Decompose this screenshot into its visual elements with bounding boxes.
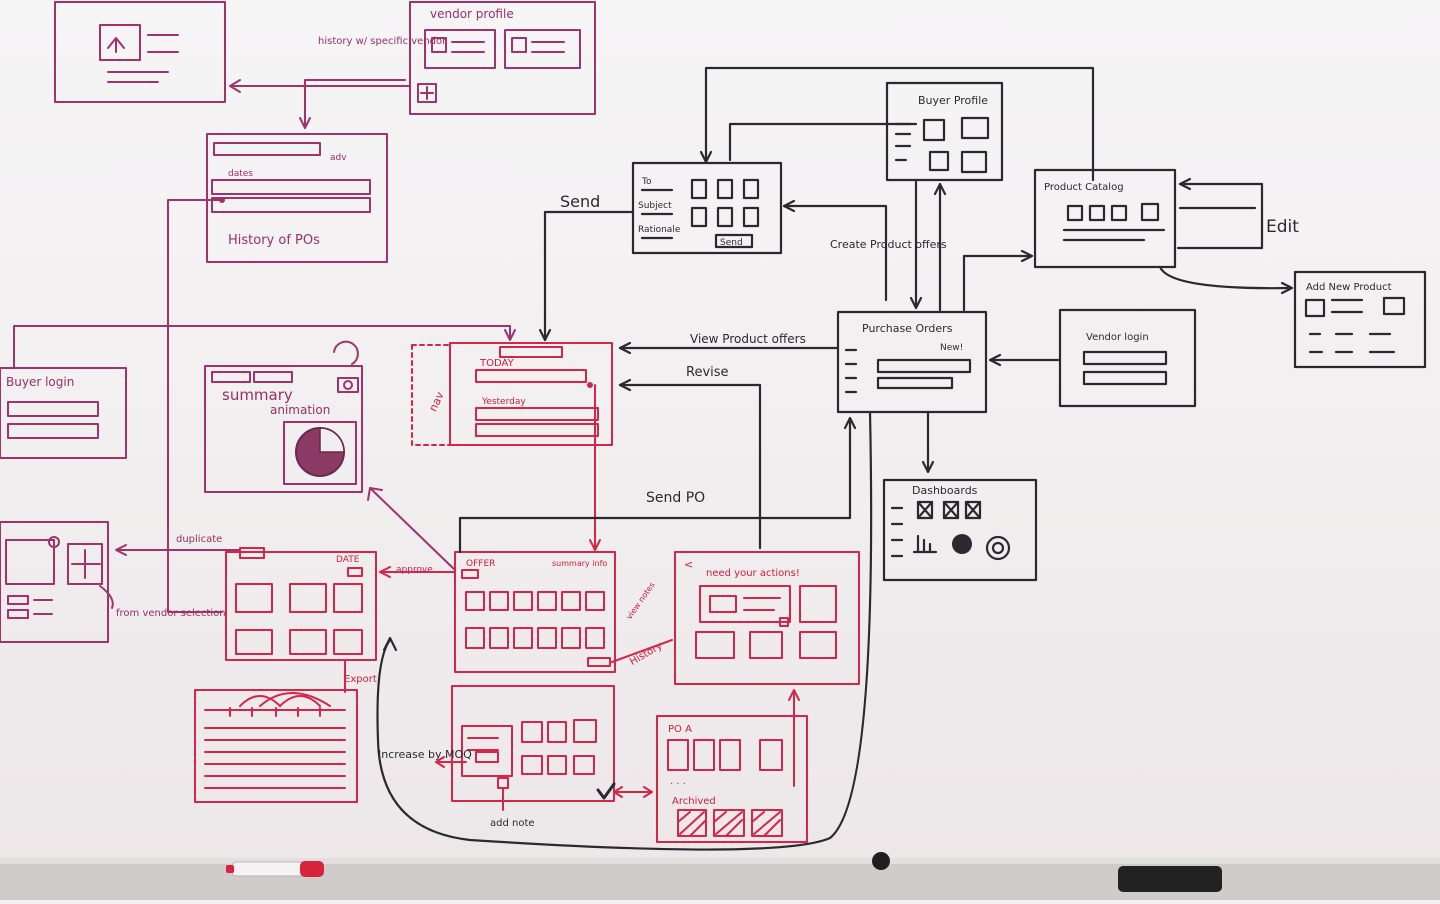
today-list-box: TODAY Yesterday nav: [411, 342, 613, 446]
vendor-selection-box: [0, 521, 109, 643]
magnet-icon: [872, 852, 890, 870]
buyer-profile-box: Buyer Profile: [885, 81, 1004, 182]
from-vendor-selection-label: from vendor selection: [116, 608, 226, 619]
export-list-box: [194, 689, 358, 803]
edit-label: Edit: [1266, 217, 1299, 237]
svg-text:nav: nav: [426, 389, 447, 413]
profile-to-compose-line: [728, 122, 918, 162]
svg-text:Rationale: Rationale: [638, 225, 681, 235]
archived-label: Archived: [672, 796, 716, 807]
svg-text:view notes: view notes: [625, 581, 657, 622]
buyer-login-label: Buyer login: [6, 375, 74, 389]
profile-sketch-box: [54, 1, 226, 103]
svg-text:New!: New!: [940, 343, 963, 353]
vendor-profile-box: vendor profile: [409, 1, 596, 115]
send-label: Send: [560, 192, 600, 211]
add-note-label: add note: [490, 818, 535, 829]
po-a-label: PO A: [668, 724, 692, 735]
summary-animation-box: summary animation: [204, 340, 363, 493]
history-with-vendor-label: history w/ specific vendor: [318, 36, 447, 47]
history-of-pos-label: History of POs: [228, 233, 320, 248]
need-your-actions-label: need your actions!: [706, 568, 800, 579]
add-note-grid-box: [451, 685, 615, 802]
dashboards-box: Dashboards: [882, 478, 1038, 582]
svg-text:adv: adv: [330, 153, 347, 163]
catalog-to-add-product-line: [1158, 265, 1292, 290]
purchase-orders-box: Purchase Orders New!: [836, 310, 988, 414]
product-catalog-box: Product Catalog: [1033, 168, 1177, 269]
vendor-profile-label: vendor profile: [430, 7, 514, 21]
send-po-line: [458, 418, 852, 554]
history-to-approve-line: [167, 199, 223, 613]
send-button-sketch: Send: [720, 238, 743, 248]
po-a-archived-box: PO A . . . Archived: [656, 715, 808, 843]
buyer-profile-label: Buyer Profile: [918, 94, 988, 107]
export-label: Export: [344, 674, 377, 685]
svg-text:Yesterday: Yesterday: [481, 397, 526, 407]
send-po-label: Send PO: [646, 490, 705, 506]
vendor-login-box: Vendor login: [1058, 308, 1197, 408]
loop-back-line: [376, 410, 873, 851]
send-compose-box: To Subject Rationale Send: [631, 161, 783, 255]
po-to-catalog-line: [962, 254, 1032, 312]
dashboards-label: Dashboards: [912, 484, 978, 497]
approve-label: approve: [396, 565, 433, 575]
add-new-product-box: Add New Product: [1293, 270, 1427, 369]
approve-grid-box: DATE: [225, 547, 377, 661]
svg-text:Subject: Subject: [638, 201, 672, 211]
back-chevron-icon: <: [684, 558, 693, 571]
create-product-offers-label: Create Product offers: [830, 238, 947, 251]
svg-text:. . .: . . .: [670, 776, 686, 787]
revise-line: [618, 383, 762, 550]
need-your-actions-box: < need your actions!: [674, 551, 860, 685]
po-to-compose-line: [782, 204, 888, 302]
summary-label: summary: [222, 386, 293, 404]
purchase-orders-label: Purchase Orders: [862, 322, 953, 335]
duplicate-label: duplicate: [176, 534, 222, 545]
eraser-icon: [1118, 866, 1222, 892]
svg-text:summary info: summary info: [552, 559, 607, 568]
po-profile-link-lines: [914, 180, 942, 312]
increase-by-moq-label: Increase by MOQ: [378, 748, 472, 761]
view-product-offers-label: View Product offers: [690, 332, 806, 346]
vendor-login-label: Vendor login: [1086, 332, 1149, 343]
red-marker-icon: [226, 861, 324, 877]
offer-grid-box: OFFER summary info: [454, 551, 616, 673]
login-to-today-line: [13, 325, 511, 369]
svg-text:OFFER: OFFER: [466, 559, 495, 569]
product-catalog-label: Product Catalog: [1044, 182, 1124, 193]
svg-text:dates: dates: [228, 169, 253, 179]
history-of-pos-box: adv dates History of POs: [206, 133, 388, 263]
buyer-login-box: Buyer login: [0, 367, 127, 459]
svg-text:DATE: DATE: [336, 555, 360, 565]
edit-loop-line: [1176, 182, 1264, 250]
offer-to-summary-line: [369, 487, 456, 571]
catalog-to-compose-line: [704, 66, 1095, 182]
marker-tray: [0, 862, 1440, 900]
animation-label: animation: [270, 403, 330, 417]
svg-text:TODAY: TODAY: [479, 358, 515, 369]
vendor-to-history-line: [304, 79, 406, 129]
revise-label: Revise: [686, 365, 729, 380]
checkmark-icon: [596, 782, 616, 800]
svg-text:To: To: [641, 177, 652, 187]
add-new-product-label: Add New Product: [1306, 282, 1392, 293]
send-to-today-line: [543, 210, 635, 342]
